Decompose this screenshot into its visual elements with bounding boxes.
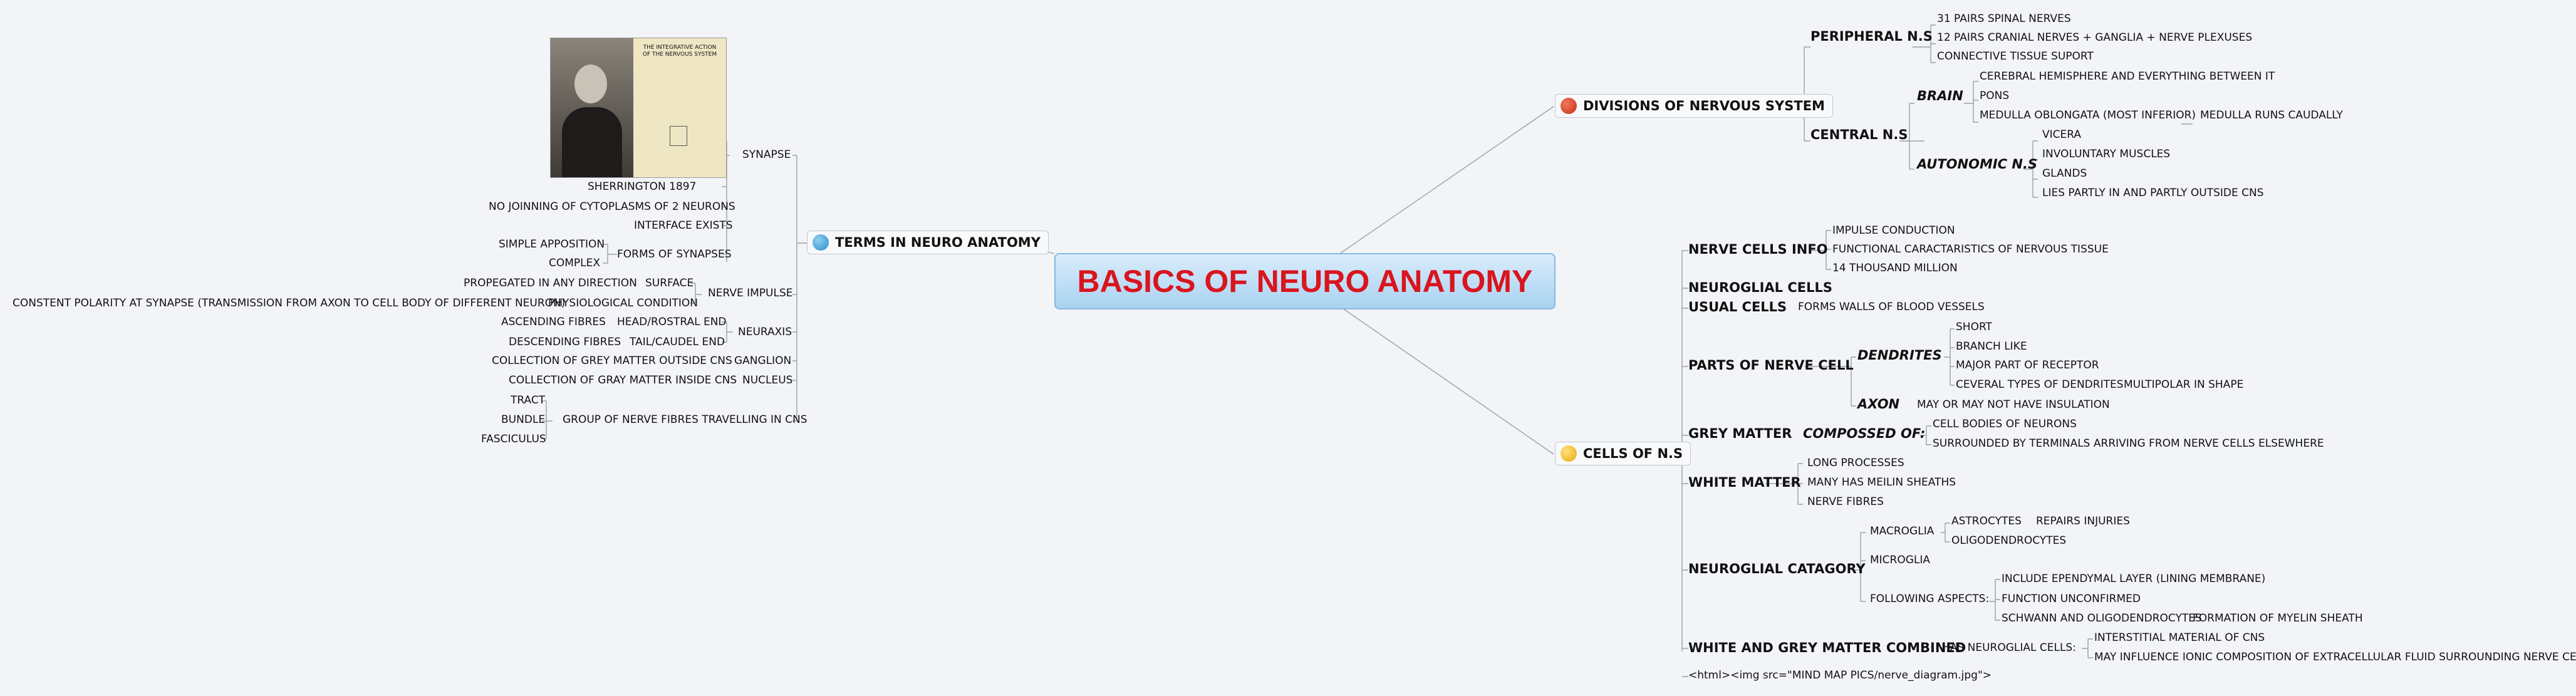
dendrite-types-note[interactable]: MULTIPOLAR IN SHAPE bbox=[2124, 378, 2244, 391]
repairs-injuries[interactable]: REPAIRS INJURIES bbox=[2036, 515, 2130, 527]
white-matter[interactable]: WHITE MATTER bbox=[1688, 475, 1801, 490]
brain-item[interactable]: CEREBRAL HEMISPHERE AND EVERYTHING BETWE… bbox=[1980, 70, 2275, 83]
medulla-note[interactable]: MEDULLA RUNS CAUDALLY bbox=[2200, 109, 2343, 122]
group-item[interactable]: BUNDLE bbox=[501, 413, 546, 426]
brain-item[interactable]: PONS bbox=[1980, 90, 2010, 102]
white-grey-combined[interactable]: WHITE AND GREY MATTER COMBINED bbox=[1688, 640, 1966, 655]
synapse-form[interactable]: COMPLEX bbox=[549, 257, 601, 269]
head-rostral[interactable]: HEAD/ROSTRAL END bbox=[617, 316, 727, 328]
topic-terms-label: TERMS IN NEURO ANATOMY bbox=[835, 235, 1041, 250]
book-title-page: THE INTEGRATIVE ACTION OF THE NERVOUS SY… bbox=[633, 38, 726, 177]
dendrite-item[interactable]: SHORT bbox=[1956, 321, 1992, 333]
ganglion-item[interactable]: COLLECTION OF GREY MATTER OUTSIDE CNS bbox=[492, 355, 732, 367]
parts-of-nerve-cell[interactable]: PARTS OF NERVE CELL bbox=[1688, 358, 1854, 373]
microglia[interactable]: MICROGLIA bbox=[1870, 554, 1931, 566]
yellow-smiley-icon bbox=[1561, 445, 1577, 462]
html-note[interactable]: <html><img src="MIND MAP PICS/nerve_diag… bbox=[1688, 669, 1992, 682]
book-title: THE INTEGRATIVE ACTION OF THE NERVOUS SY… bbox=[642, 44, 717, 58]
usual-cells[interactable]: USUAL CELLS bbox=[1688, 299, 1787, 314]
portrait-photo bbox=[551, 38, 633, 177]
aspect-item[interactable]: SCHWANN AND OLIGODENDROCYTES bbox=[2002, 612, 2202, 625]
topic-cells[interactable]: CELLS OF N.S bbox=[1555, 442, 1691, 465]
grey-matter[interactable]: GREY MATTER bbox=[1688, 426, 1792, 441]
grey-matter-item[interactable]: SURROUNDED BY TERMINALS ARRIVING FROM NE… bbox=[1933, 437, 2324, 450]
central-ns[interactable]: CENTRAL N.S bbox=[1810, 127, 1908, 142]
myelin-note[interactable]: FORMATION OF MYELIN SHEATH bbox=[2193, 612, 2363, 625]
peripheral-item[interactable]: 31 PAIRS SPINAL NERVES bbox=[1937, 13, 2071, 25]
autonomic-item[interactable]: INVOLUNTARY MUSCLES bbox=[2042, 148, 2171, 160]
macroglia[interactable]: MACROGLIA bbox=[1870, 525, 1935, 538]
white-matter-item[interactable]: LONG PROCESSES bbox=[1807, 457, 1904, 469]
white-matter-item[interactable]: NERVE FIBRES bbox=[1807, 496, 1884, 508]
dendrite-item[interactable]: CEVERAL TYPES OF DENDRITES bbox=[1956, 378, 2124, 391]
astrocytes[interactable]: ASTROCYTES bbox=[1951, 515, 2022, 527]
aspect-item[interactable]: FUNCTION UNCONFIRMED bbox=[2002, 593, 2141, 605]
sherrington-book-image: THE INTEGRATIVE ACTION OF THE NERVOUS SY… bbox=[550, 38, 727, 178]
brain-item[interactable]: MEDULLA OBLONGATA (MOST INFERIOR) bbox=[1980, 109, 2196, 122]
topic-terms[interactable]: TERMS IN NEURO ANATOMY bbox=[807, 231, 1049, 254]
dendrite-item[interactable]: BRANCH LIKE bbox=[1956, 340, 2027, 353]
brain-label[interactable]: BRAIN bbox=[1917, 88, 1963, 103]
group-item[interactable]: FASCICULUS bbox=[481, 433, 546, 445]
topic-divisions[interactable]: DIVISIONS OF NERVOUS SYSTEM bbox=[1555, 94, 1833, 118]
white-matter-item[interactable]: MANY HAS MEILIN SHEATHS bbox=[1807, 476, 1956, 489]
composed-of[interactable]: COMPOSSED OF: bbox=[1803, 426, 1926, 441]
synapse-item[interactable]: SHERRINGTON 1897 bbox=[588, 180, 697, 193]
peripheral-item[interactable]: CONNECTIVE TISSUE SUPORT bbox=[1937, 50, 2094, 63]
group-of-nerve-fibres[interactable]: GROUP OF NERVE FIBRES TRAVELLING IN CNS bbox=[563, 413, 808, 426]
oligodendrocytes[interactable]: OLIGODENDROCYTES bbox=[1951, 534, 2067, 547]
physio-item[interactable]: CONSTENT POLARITY AT SYNAPSE (TRANSMISSI… bbox=[13, 297, 566, 309]
synapse-item[interactable]: INTERFACE EXISTS bbox=[634, 219, 733, 232]
nerve-info-item[interactable]: IMPULSE CONDUCTION bbox=[1832, 224, 1955, 237]
synapse-item[interactable]: NO JOINNING OF CYTOPLASMS OF 2 NEURONS bbox=[489, 200, 735, 213]
grey-matter-item[interactable]: CELL BODIES OF NEURONS bbox=[1933, 418, 2077, 430]
autonomic-label[interactable]: AUTONOMIC N.S bbox=[1917, 157, 2038, 172]
central-topic-title: BASICS OF NEURO ANATOMY bbox=[1077, 264, 1533, 299]
physiological-condition[interactable]: PHYSIOLOGICAL CONDITION bbox=[548, 297, 698, 309]
central-topic[interactable]: BASICS OF NEURO ANATOMY bbox=[1054, 253, 1555, 309]
peripheral-item[interactable]: 12 PAIRS CRANIAL NERVES + GANGLIA + NERV… bbox=[1937, 31, 2253, 44]
combined-item[interactable]: MAY INFLUENCE IONIC COMPOSITION OF EXTRA… bbox=[2094, 651, 2576, 663]
peripheral-ns[interactable]: PERIPHERAL N.S bbox=[1810, 29, 1933, 44]
usual-cells-item[interactable]: FORMS WALLS OF BLOOD VESSELS bbox=[1798, 301, 1985, 313]
topic-divisions-label: DIVISIONS OF NERVOUS SYSTEM bbox=[1583, 98, 1825, 113]
neuroglial-cells[interactable]: NEUROGLIAL CELLS bbox=[1688, 280, 1833, 295]
has-neuroglial-cells[interactable]: HAS NEUROGLIAL CELLS: bbox=[1942, 641, 2076, 654]
neuraxis[interactable]: NEURAXIS bbox=[738, 326, 792, 338]
following-aspects[interactable]: FOLLOWING ASPECTS: bbox=[1870, 593, 1990, 605]
head-item[interactable]: ASCENDING FIBRES bbox=[501, 316, 606, 328]
nucleus-item[interactable]: COLLECTION OF GRAY MATTER INSIDE CNS bbox=[509, 374, 737, 387]
ganglion[interactable]: GANGLION bbox=[734, 355, 792, 367]
dendrite-item[interactable]: MAJOR PART OF RECEPTOR bbox=[1956, 359, 2099, 371]
combined-item[interactable]: INTERSTITIAL MATERIAL OF CNS bbox=[2094, 631, 2265, 644]
nerve-cells-info[interactable]: NERVE CELLS INFO bbox=[1688, 242, 1828, 257]
nerve-info-item[interactable]: FUNCTIONAL CARACTARISTICS OF NERVOUS TIS… bbox=[1832, 243, 2109, 256]
autonomic-item[interactable]: VICERA bbox=[2042, 128, 2082, 141]
group-item[interactable]: TRACT bbox=[511, 394, 546, 407]
tail-caudel[interactable]: TAIL/CAUDEL END bbox=[630, 336, 725, 348]
autonomic-item[interactable]: LIES PARTLY IN AND PARTLY OUTSIDE CNS bbox=[2042, 187, 2264, 199]
axon-label[interactable]: AXON bbox=[1857, 397, 1900, 412]
synapse[interactable]: SYNAPSE bbox=[742, 148, 791, 161]
autonomic-item[interactable]: GLANDS bbox=[2042, 167, 2087, 180]
neuroglial-catagory[interactable]: NEUROGLIAL CATAGORY bbox=[1688, 561, 1866, 576]
forms-of-synapses[interactable]: FORMS OF SYNAPSES bbox=[617, 248, 732, 261]
blue-numbered-icon bbox=[813, 234, 829, 251]
topic-cells-label: CELLS OF N.S bbox=[1583, 446, 1683, 461]
surface-item[interactable]: PROPEGATED IN ANY DIRECTION bbox=[464, 277, 637, 289]
nerve-info-item[interactable]: 14 THOUSAND MILLION bbox=[1832, 262, 1958, 274]
aspect-item[interactable]: INCLUDE EPENDYMAL LAYER (LINING MEMBRANE… bbox=[2002, 573, 2266, 585]
dendrites-label[interactable]: DENDRITES bbox=[1857, 348, 1942, 363]
nucleus[interactable]: NUCLEUS bbox=[742, 374, 793, 387]
surface[interactable]: SURFACE bbox=[645, 277, 694, 289]
tail-item[interactable]: DESCENDING FIBRES bbox=[509, 336, 621, 348]
axon-item[interactable]: MAY OR MAY NOT HAVE INSULATION bbox=[1917, 398, 2110, 411]
synapse-form[interactable]: SIMPLE APPOSITION bbox=[499, 238, 605, 251]
red-numbered-icon bbox=[1561, 98, 1577, 114]
nerve-impulse[interactable]: NERVE IMPULSE bbox=[708, 287, 793, 299]
